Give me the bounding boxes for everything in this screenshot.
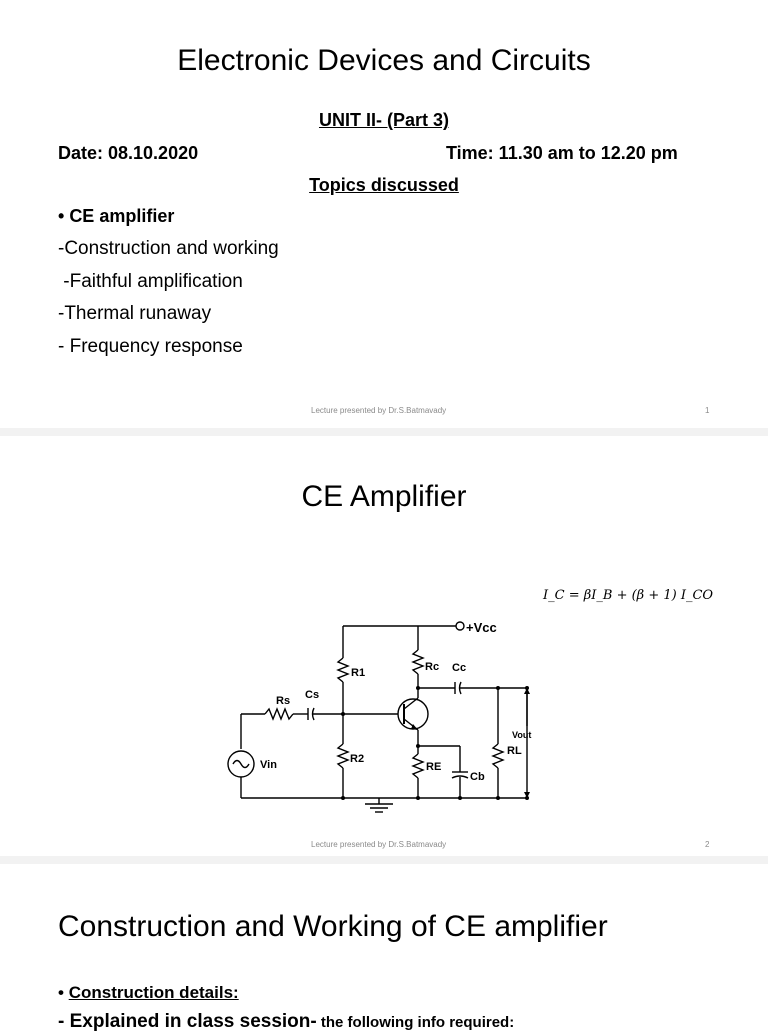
bullet-dot: •	[58, 206, 70, 226]
topic-item: -Construction and working	[58, 238, 279, 259]
slide-3: Construction and Working of CE amplifier…	[0, 864, 768, 1032]
rs-label: Rs	[276, 695, 290, 707]
re-label: RE	[426, 761, 441, 773]
construction-bullet: • Construction details:	[58, 983, 239, 1002]
page-number: 1	[705, 406, 710, 415]
topics-heading: Topics discussed	[309, 175, 459, 195]
r1-label: R1	[351, 667, 365, 679]
topic-item: -Faithful amplification	[58, 271, 243, 292]
slide-title: Construction and Working of CE amplifier	[58, 910, 608, 943]
slide-footer: Lecture presented by Dr.S.Batmavady	[311, 840, 447, 849]
topic-item: -Thermal runaway	[58, 303, 212, 324]
unit-heading: UNIT II- (Part 3)	[318, 110, 449, 130]
cb-label: Cb	[470, 771, 485, 783]
ce-amplifier-circuit: +Vcc R1 Rc Cc Rs Cs Vin R2 RE Cb RL Vout	[227, 620, 531, 813]
page-number: 2	[705, 840, 710, 849]
lecture-time: Time: 11.30 am to 12.20 pm	[446, 143, 678, 163]
vout-label: Vout	[512, 730, 531, 740]
slide-title: CE Amplifier	[301, 480, 467, 513]
slide-1: Electronic Devices and Circuits UNIT II-…	[0, 0, 768, 428]
slide-title: Electronic Devices and Circuits	[177, 44, 591, 77]
slide-footer: Lecture presented by Dr.S.Batmavady	[311, 406, 447, 415]
rc-label: Rc	[425, 661, 439, 673]
lecture-date: Date: 08.10.2020	[58, 143, 199, 163]
slide-2: CE Amplifier I_C = βI_B + (β + 1) I_CO	[0, 436, 768, 856]
vin-label: Vin	[260, 759, 277, 771]
construction-note: - Explained in class session- the follow…	[58, 1011, 515, 1032]
cs-label: Cs	[305, 689, 319, 701]
vcc-label: +Vcc	[466, 620, 497, 635]
slide-separator	[0, 856, 768, 864]
topic-item: - Frequency response	[58, 336, 243, 357]
rl-label: RL	[507, 745, 522, 757]
bullet-dot: •	[58, 983, 69, 1002]
slide-separator	[0, 428, 768, 436]
cc-label: Cc	[452, 662, 466, 674]
collector-current-equation: I_C = βI_B + (β + 1) I_CO	[543, 588, 714, 603]
r2-label: R2	[350, 753, 364, 765]
topic-bullet: • CE amplifier	[58, 206, 175, 226]
